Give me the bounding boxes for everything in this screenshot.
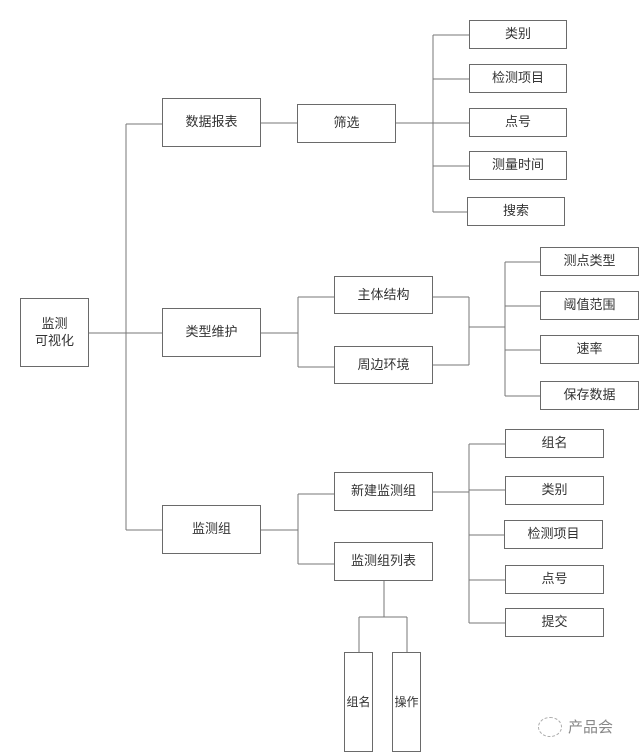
- node-filter-measure-time: 测量时间: [469, 151, 567, 180]
- wechat-logo-icon: [538, 716, 562, 737]
- node-filter: 筛选: [297, 104, 396, 143]
- node-threshold-range: 阈值范围: [540, 291, 639, 320]
- root-node-monitor-visualization: 监测 可视化: [20, 298, 89, 367]
- node-group-test-item: 检测项目: [504, 520, 603, 549]
- node-point-type: 测点类型: [540, 247, 639, 276]
- node-save-data: 保存数据: [540, 381, 639, 410]
- node-type-maintenance: 类型维护: [162, 308, 261, 357]
- node-filter-search: 搜索: [467, 197, 565, 226]
- node-filter-category: 类别: [469, 20, 567, 49]
- node-group-category: 类别: [505, 476, 604, 505]
- node-filter-point-no: 点号: [469, 108, 567, 137]
- watermark: 产品会: [538, 716, 613, 737]
- root-label-line1: 监测: [41, 316, 68, 332]
- node-data-report: 数据报表: [162, 98, 261, 147]
- node-group-submit: 提交: [505, 608, 604, 637]
- node-monitor-group: 监测组: [162, 505, 261, 554]
- node-filter-test-item: 检测项目: [469, 64, 567, 93]
- node-new-monitor-group: 新建监测组: [334, 472, 433, 511]
- node-list-column-group-name: 组名: [344, 652, 373, 752]
- node-main-structure: 主体结构: [334, 276, 433, 314]
- node-group-name: 组名: [505, 429, 604, 458]
- node-group-point-no: 点号: [505, 565, 604, 594]
- root-label-line2: 可视化: [34, 333, 74, 349]
- node-list-column-operation: 操作: [392, 652, 421, 752]
- node-surroundings: 周边环境: [334, 346, 433, 384]
- watermark-text: 产品会: [568, 718, 614, 736]
- node-rate: 速率: [540, 335, 639, 364]
- node-monitor-group-list: 监测组列表: [334, 542, 433, 581]
